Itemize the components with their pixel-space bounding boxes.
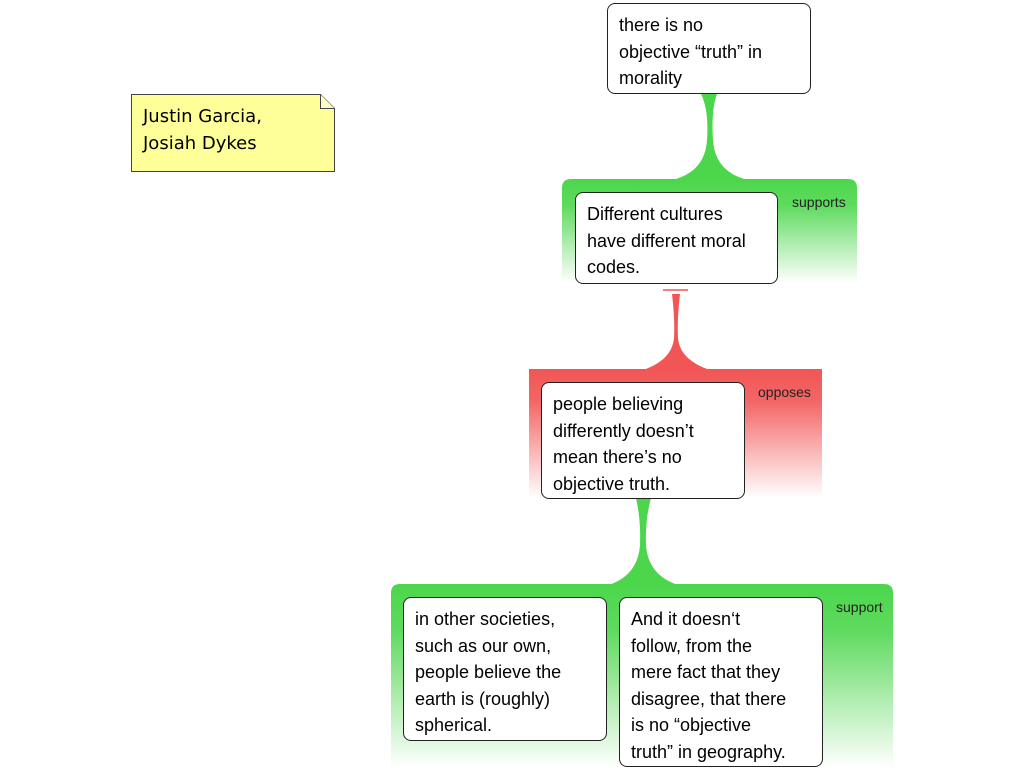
claim-node[interactable]: there is no objective “truth” in moralit… [607,3,811,94]
opposes-connector [643,294,710,370]
reason-node[interactable]: Different cultures have different moral … [575,192,778,284]
example-node[interactable]: in other societies, such as our own, peo… [403,597,607,741]
author-note[interactable]: Justin Garcia, Josiah Dykes [131,94,335,172]
supports-label: supports [792,194,846,210]
support-connector [609,498,678,585]
author-names: Justin Garcia, Josiah Dykes [143,106,262,154]
objection-node[interactable]: people believing differently doesn’t mea… [541,382,745,499]
opposes-label: opposes [758,384,811,400]
note-shape [131,94,335,172]
conclusion-node[interactable]: And it doesn‘t follow, from the mere fac… [619,597,823,767]
support-label: support [836,599,883,615]
supports-connector [672,94,748,180]
